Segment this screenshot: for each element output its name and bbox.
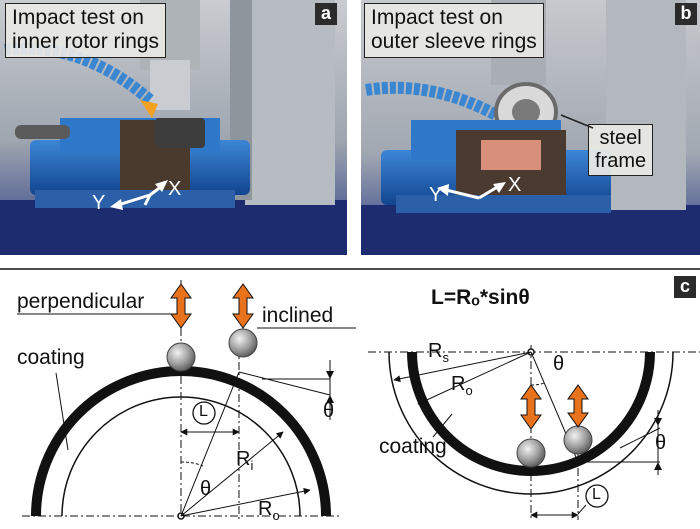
tangent-right	[619, 427, 661, 449]
arrow-perpendicular	[170, 283, 192, 329]
theta-arc-top	[530, 382, 545, 386]
impact-ball-right-perpendicular	[516, 438, 546, 468]
panel-tag-c: c	[674, 276, 696, 298]
coating-leader-right	[432, 413, 453, 438]
caption-panel-b: Impact test on outer sleeve rings	[364, 3, 544, 58]
Ro-left-sub: o	[272, 508, 280, 523]
Rs-label: Rs	[428, 340, 449, 365]
L-circle-left	[192, 401, 216, 425]
L-label-left: L	[199, 403, 208, 420]
impact-ball-inclined	[228, 328, 258, 358]
sleeve-ring-diagram	[368, 345, 700, 520]
arrow-inclined	[232, 283, 254, 329]
panel-tag-a: a	[315, 3, 337, 25]
radius-ro-right	[417, 351, 532, 405]
theta-label-left-outer: θ	[323, 400, 335, 422]
Ri-sub: i	[250, 458, 254, 473]
caption-b-line2: outer sleeve rings	[371, 30, 537, 53]
axis-y-label-b: Y	[429, 184, 443, 206]
impact-ball-perpendicular	[166, 342, 196, 372]
impact-ball-right-inclined	[563, 425, 593, 455]
caption-a-line1: Impact test on	[12, 6, 144, 29]
L-circle-right	[585, 484, 609, 508]
L-label-right: L	[592, 486, 601, 503]
steel-frame-line1: steel	[599, 127, 642, 149]
Ri-label: Ri	[236, 448, 253, 473]
inclined-label: inclined	[262, 304, 334, 327]
radius-ri	[180, 431, 284, 517]
tangent-left	[238, 371, 331, 396]
theta-label-right-side: θ	[655, 432, 667, 454]
perpendicular-label: perpendicular	[17, 290, 145, 313]
caption-a-line2: inner rotor rings	[12, 30, 160, 53]
rotor-ring-diagram	[17, 280, 356, 520]
photo-panel-b: Impact test on outer sleeve rings b stee…	[361, 0, 700, 255]
photo-panel-a: Impact test on inner rotor rings a X Y	[0, 0, 347, 255]
axis-arrows-a	[110, 180, 168, 210]
caption-b-line1: Impact test on	[371, 6, 503, 29]
panel-tag-b: b	[675, 3, 697, 25]
steel-frame-label: steel frame	[588, 124, 654, 176]
coating-arc-right	[407, 351, 655, 476]
formula-label: L=Rₒ*sinθ	[431, 286, 530, 309]
steel-frame-line2: frame	[595, 150, 647, 172]
caption-panel-a: Impact test on inner rotor rings	[5, 3, 167, 58]
axis-x-label-b: X	[508, 174, 522, 196]
steel-frame-leader-line	[560, 114, 594, 129]
arrow-right-perpendicular	[520, 384, 542, 430]
theta-arc-center	[180, 461, 204, 467]
coating-label-right: coating	[379, 435, 447, 458]
Ro-right-main: R	[451, 373, 466, 395]
Rs-main: R	[428, 340, 443, 362]
axis-x-label-a: X	[168, 178, 182, 200]
theta-label-right-top: θ	[553, 353, 565, 375]
radius-ro	[180, 487, 311, 517]
arrow-right-inclined	[567, 384, 589, 428]
theta-label-center: θ	[200, 478, 212, 500]
radius-rs	[393, 351, 532, 383]
coating-leader-left	[55, 372, 69, 451]
Ro-label-left: Ro	[258, 498, 280, 523]
axis-y-label-a: Y	[92, 192, 106, 214]
coating-label-left: coating	[17, 346, 85, 369]
Ri-main: R	[236, 448, 251, 470]
axis-arrows-b	[437, 114, 594, 200]
radius-to-impact	[180, 371, 240, 517]
Ro-right-sub: o	[465, 383, 473, 398]
Ro-left-main: R	[258, 498, 273, 520]
Rs-sub: s	[442, 350, 449, 365]
Ro-label-right: Ro	[451, 373, 473, 398]
